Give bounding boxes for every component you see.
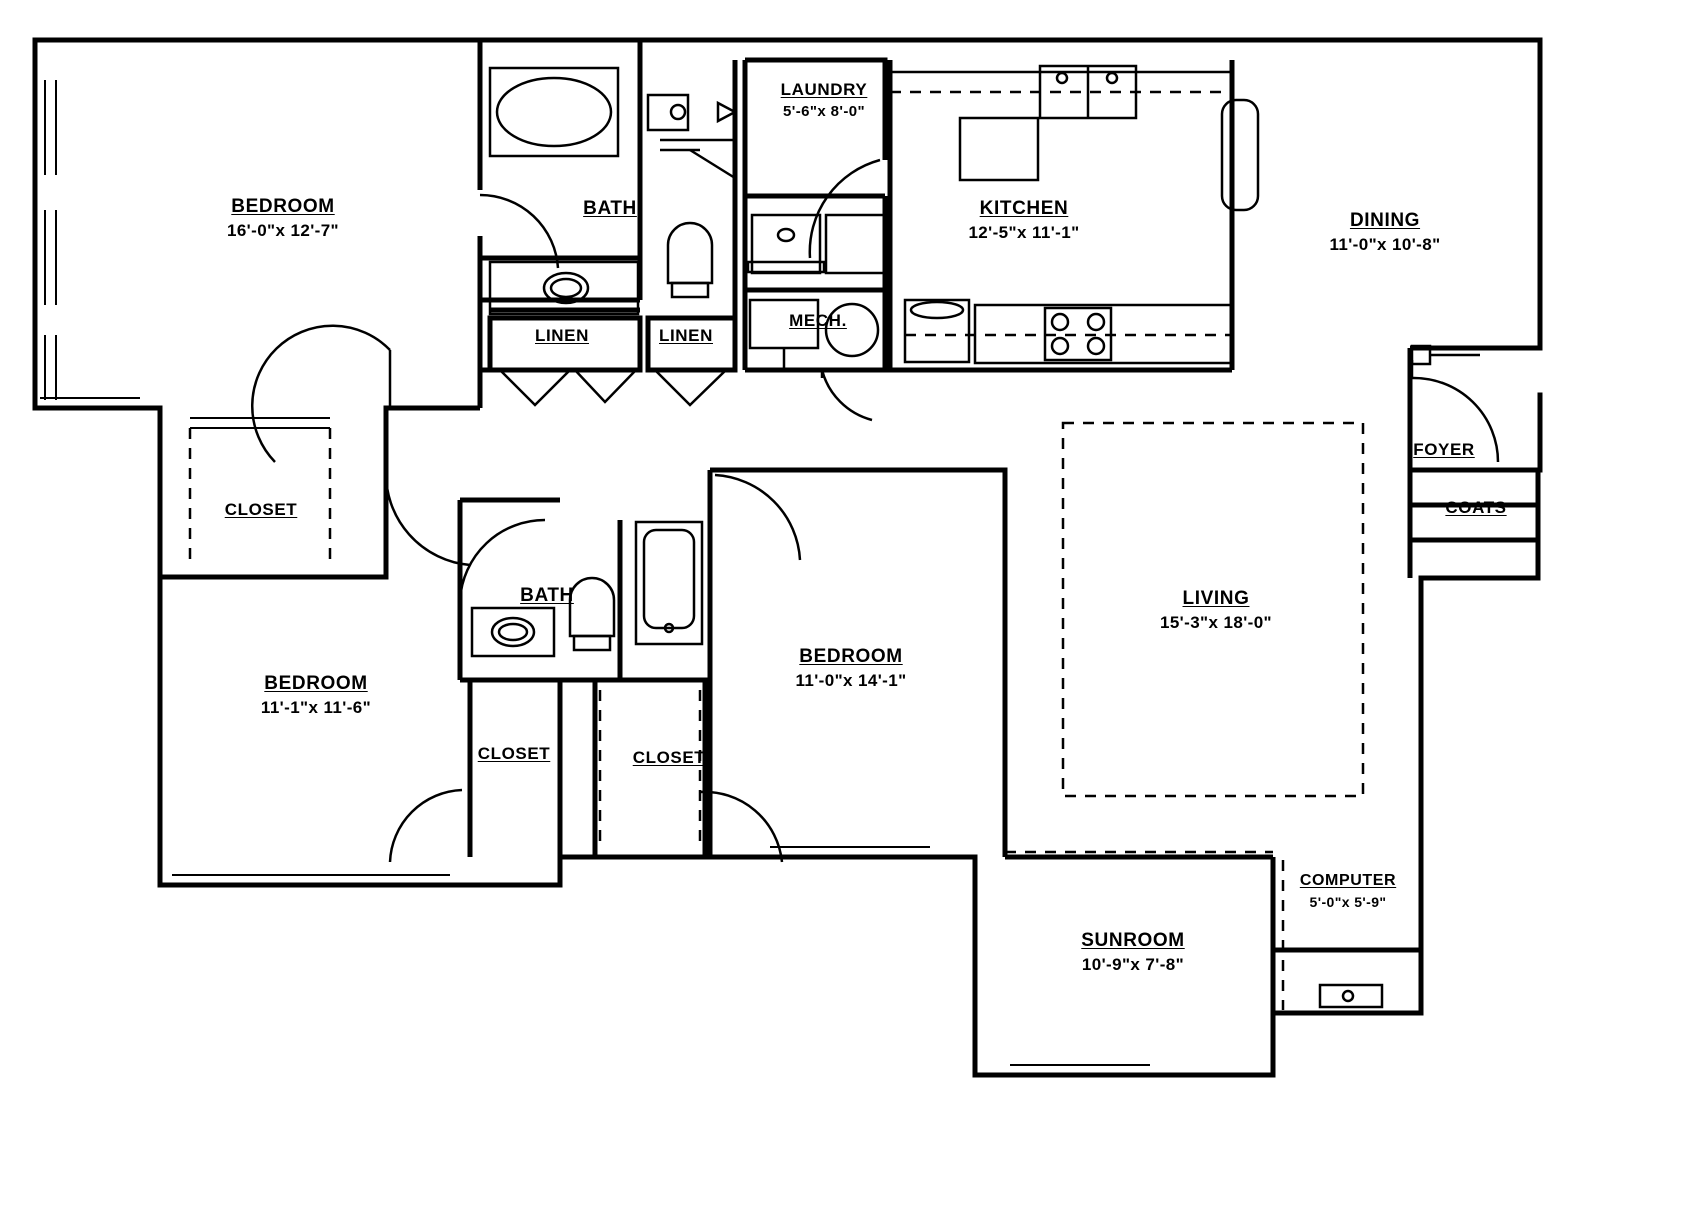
sink-icon <box>542 271 590 305</box>
window-icon <box>40 80 1150 1076</box>
room-label-closet-mid-b: CLOSET <box>633 748 706 768</box>
refrigerator-icon <box>1220 98 1260 212</box>
room-name: BATH <box>583 198 637 219</box>
room-label-linen-right: LINEN <box>659 326 713 346</box>
water-heater-icon <box>824 302 880 358</box>
room-dimensions: 10'-9"x 7'-8" <box>1081 955 1185 975</box>
room-dimensions: 11'-1"x 11'-6" <box>260 698 372 718</box>
room-name: CLOSET <box>632 748 706 767</box>
ceiling-tray-outline <box>188 90 1365 1010</box>
room-dimensions: 5'-6"x 8'-0" <box>782 103 866 121</box>
room-label-linen-left: LINEN <box>535 326 589 346</box>
toilet-icon <box>666 221 714 285</box>
room-name: LAUNDRY <box>780 80 868 99</box>
room-name: MECH. <box>789 311 847 330</box>
range-icon <box>958 116 1040 182</box>
room-name: FOYER <box>1413 440 1475 459</box>
oval-bathtub-icon <box>488 66 620 158</box>
interior-walls <box>160 40 1540 1016</box>
room-name: BEDROOM <box>231 196 335 217</box>
door-swing-icon <box>251 158 1500 863</box>
room-name: COATS <box>1445 498 1507 517</box>
dishwasher-icon <box>903 298 971 364</box>
room-label-bedroom-left: BEDROOM 11'-1"x 11'-6" <box>261 673 371 718</box>
room-label-bath-master: BATH <box>583 198 637 220</box>
room-label-dining: DINING 11'-0"x 10'-8" <box>1329 210 1440 255</box>
vanity-icon <box>488 260 640 316</box>
toilet-icon <box>646 93 690 132</box>
room-label-kitchen: KITCHEN 12'-5"x 11'-1" <box>968 198 1079 243</box>
room-name: COMPUTER <box>1299 872 1397 889</box>
room-label-closet-master: CLOSET <box>225 500 298 520</box>
room-label-sunroom: SUNROOM 10'-9"x 7'-8" <box>1081 930 1184 975</box>
room-label-foyer: FOYER <box>1413 440 1475 460</box>
room-name: LINEN <box>659 326 713 345</box>
room-name: LINEN <box>535 326 589 345</box>
room-label-bedroom-master: BEDROOM 16'-0"x 12'-7" <box>227 196 339 241</box>
plumbing-fixtures <box>470 64 1384 1009</box>
room-label-computer: COMPUTER 5'-0"x 5'-9" <box>1300 872 1396 910</box>
room-name: BATH <box>520 585 574 606</box>
misc-symbols <box>660 100 1480 366</box>
room-dimensions: 5'-0"x 5'-9" <box>1309 893 1387 910</box>
room-name: BEDROOM <box>799 646 903 667</box>
room-label-mech: MECH. <box>789 311 847 331</box>
room-dimensions: 16'-0"x 12'-7" <box>226 221 340 241</box>
room-dimensions: 15'-3"x 18'-0" <box>1159 613 1273 633</box>
toilet-icon <box>568 576 616 638</box>
room-name: SUNROOM <box>1081 930 1185 951</box>
room-name: LIVING <box>1182 588 1250 609</box>
room-dimensions: 11'-0"x 10'-8" <box>1329 235 1441 255</box>
room-name: BEDROOM <box>264 673 368 694</box>
room-label-closet-mid-a: CLOSET <box>478 744 551 764</box>
room-label-living: LIVING 15'-3"x 18'-0" <box>1160 588 1272 633</box>
room-name: CLOSET <box>224 500 298 519</box>
vanity-icon <box>470 606 556 658</box>
bathtub-icon <box>634 520 704 646</box>
room-name: DINING <box>1349 210 1421 231</box>
room-name: CLOSET <box>477 744 551 763</box>
room-label-laundry: LAUNDRY 5'-6"x 8'-0" <box>781 80 868 121</box>
dryer-icon <box>824 213 890 275</box>
room-dimensions: 11'-0"x 14'-1" <box>795 671 907 691</box>
room-label-bath-hall: BATH <box>520 585 574 607</box>
room-name: KITCHEN <box>979 198 1069 219</box>
room-label-bedroom-center: BEDROOM 11'-0"x 14'-1" <box>795 646 906 691</box>
room-dimensions: 12'-5"x 11'-1" <box>968 223 1080 243</box>
sink-icon <box>490 616 536 648</box>
room-label-coats: COATS <box>1445 498 1506 518</box>
